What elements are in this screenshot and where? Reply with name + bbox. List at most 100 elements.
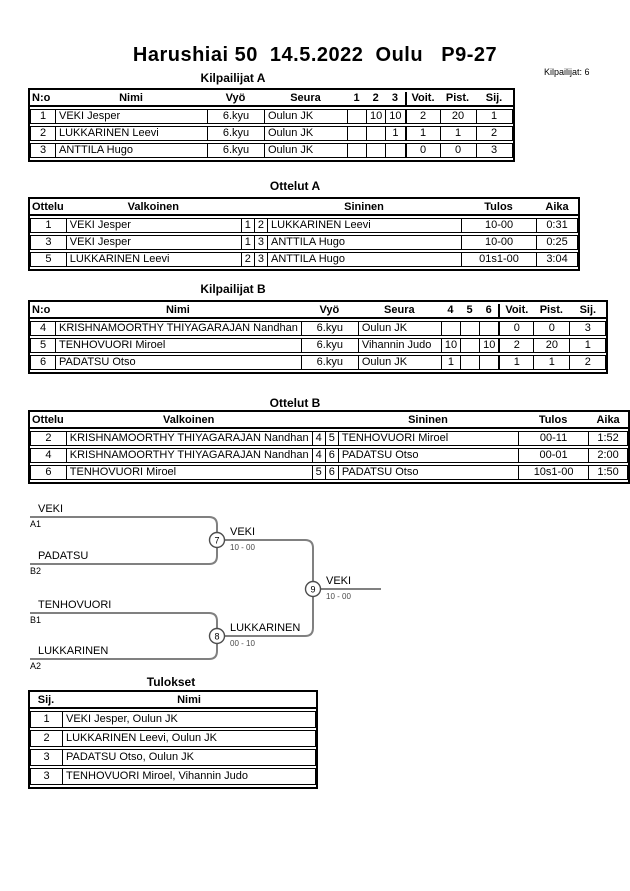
cell-ottelu: 3 [30, 235, 66, 250]
cell-tulos: 10-00 [461, 218, 537, 233]
cell-aika: 1:50 [588, 465, 628, 480]
cell-nimi: LUKKARINEN Leevi [55, 126, 207, 141]
cell-sininen: ANTTILA Hugo [267, 235, 462, 250]
bracket-line-a1 [30, 516, 218, 533]
cell-ottelu: 2 [30, 431, 66, 446]
cell-no: 5 [30, 338, 55, 353]
cell-voit: 0 [404, 143, 440, 158]
cell-valkoinen: VEKI Jesper [65, 235, 241, 250]
cell-pist: 20 [439, 109, 476, 124]
table-kilpailijat-b: N:o Nimi Vyö Seura 4 5 6 Voit. Pist. Sij… [28, 300, 609, 374]
cell-nimi: PADATSU Otso, Oulun JK [62, 749, 316, 766]
cell-valkoinen: TENHOVUORI Miroel [65, 465, 312, 480]
table-row: 3 TENHOVUORI Miroel, Vihannin Judo [30, 768, 316, 785]
cell-aika: 2:00 [588, 448, 628, 463]
section-title-kilpailijat-a: Kilpailijat A [200, 71, 266, 85]
bracket-winner-name: VEKI [230, 526, 256, 538]
col-m2: 5 [460, 304, 480, 319]
col-bn [324, 414, 338, 429]
cell-sij: 3 [30, 768, 62, 785]
col-tulos: Tulos [518, 414, 589, 429]
bracket-slot-seed: A1 [30, 519, 42, 529]
cell-sij: 1 [569, 338, 607, 353]
cell-ottelu: 6 [30, 465, 66, 480]
cell-voit: 1 [498, 355, 534, 370]
cell-m2: 10 [366, 109, 386, 124]
col-nimi: Nimi [55, 92, 207, 107]
bracket-winner-name: LUKKARINEN [230, 622, 301, 634]
cell-sininen: PADATSU Otso [337, 448, 518, 463]
cell-tulos: 01s1-00 [461, 252, 537, 267]
cell-nimi: TENHOVUORI Miroel, Vihannin Judo [62, 768, 316, 785]
cell-wn: 4 [311, 431, 325, 446]
cell-sij: 1 [475, 109, 513, 124]
bracket-match-score: 10 - 00 [326, 592, 351, 601]
cell-aika: 3:04 [536, 252, 579, 267]
cell-m3: 10 [479, 338, 499, 353]
cell-m1 [440, 321, 461, 336]
col-valkoinen: Valkoinen [65, 414, 312, 429]
table-ottelut-a: Ottelu Valkoinen Sininen Tulos Aika 1 VE… [28, 197, 581, 271]
cell-seura: Oulun JK [357, 321, 441, 336]
page-title: Harushiai 50 14.5.2022 Oulu P9-27 [132, 44, 498, 66]
bracket-slot-name: PADATSU [38, 550, 89, 562]
cell-tulos: 00-01 [518, 448, 589, 463]
cell-bn: 5 [324, 431, 338, 446]
cell-bn: 6 [324, 465, 338, 480]
cell-vyo: 6.kyu [207, 109, 264, 124]
cell-bn: 6 [324, 448, 338, 463]
col-voit: Voit. [404, 92, 440, 107]
cell-wn: 1 [240, 235, 254, 250]
table-row: 6 TENHOVUORI Miroel 5 6 PADATSU Otso 10s… [30, 465, 628, 480]
table-row: 5 TENHOVUORI Miroel 6.kyu Vihannin Judo … [30, 338, 607, 353]
cell-sininen: TENHOVUORI Miroel [337, 431, 518, 446]
cell-nimi: ANTTILA Hugo [55, 143, 207, 158]
cell-nimi: LUKKARINEN Leevi, Oulun JK [62, 730, 316, 747]
cell-sininen: PADATSU Otso [337, 465, 518, 480]
bracket-winner-name: VEKI [326, 575, 352, 587]
cell-no: 2 [30, 126, 55, 141]
col-m1: 4 [440, 304, 461, 319]
cell-nimi: VEKI Jesper [55, 109, 207, 124]
col-m1: 1 [347, 92, 366, 107]
table-row: 1 VEKI Jesper 6.kyu Oulun JK 10 10 2 20 … [30, 109, 513, 124]
cell-sij: 3 [569, 321, 607, 336]
col-sij: Sij. [475, 92, 513, 107]
col-wn [240, 201, 254, 216]
section-title-tulokset: Tulokset [146, 675, 196, 689]
col-tulos: Tulos [461, 201, 537, 216]
header-row: Ottelu Valkoinen Sininen Tulos Aika [30, 414, 628, 429]
bracket-line-b1 [30, 612, 218, 629]
cell-tulos: 10-00 [461, 235, 537, 250]
cell-wn: 5 [311, 465, 325, 480]
cell-sij: 2 [475, 126, 513, 141]
col-bn [253, 201, 268, 216]
col-pist: Pist. [439, 92, 476, 107]
cell-sininen: ANTTILA Hugo [267, 252, 462, 267]
cell-pist: 0 [439, 143, 476, 158]
col-sininen: Sininen [267, 201, 462, 216]
cell-sij: 2 [569, 355, 607, 370]
col-ottelu: Ottelu [30, 414, 66, 429]
cell-no: 3 [30, 143, 55, 158]
cell-aika: 1:52 [588, 431, 628, 446]
match-node-9 [304, 580, 322, 598]
cell-bn: 3 [253, 252, 268, 267]
table-row: 1 VEKI Jesper 1 2 LUKKARINEN Leevi 10-00… [30, 218, 579, 233]
bracket-slot-name: TENHOVUORI [38, 599, 112, 611]
cell-m3: 1 [385, 126, 405, 141]
cell-sininen: LUKKARINEN Leevi [267, 218, 462, 233]
col-voit: Voit. [498, 304, 534, 319]
cell-valkoinen: LUKKARINEN Leevi [65, 252, 241, 267]
cell-wn: 1 [240, 218, 254, 233]
cell-m3 [479, 321, 499, 336]
col-m3: 3 [385, 92, 405, 107]
match-node-7 [208, 531, 226, 549]
bracket-slot-name: LUKKARINEN [38, 645, 109, 657]
col-vyo: Vyö [300, 304, 358, 319]
cell-m2 [460, 338, 480, 353]
col-pist: Pist. [533, 304, 570, 319]
section-title-kilpailijat-b: Kilpailijat B [200, 282, 266, 296]
cell-m2 [366, 126, 386, 141]
cell-vyo: 6.kyu [300, 355, 358, 370]
